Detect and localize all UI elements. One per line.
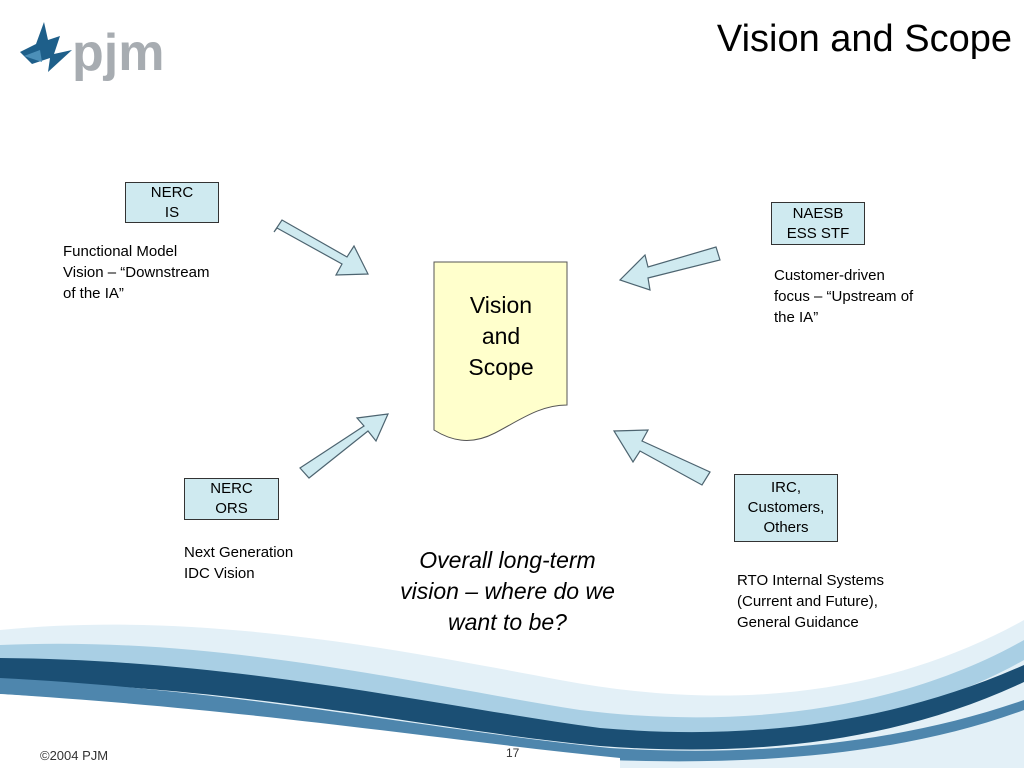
vision-document-label: Vision and Scope [468,292,534,380]
node-nerc-ors: NERC ORS [184,478,279,520]
arrow-nerc-ors [299,413,389,479]
page-number: 17 [506,746,520,760]
node-nerc-is-description: Functional Model Vision – “Downstream of… [63,243,210,302]
lightning-bolt-icon [20,22,72,72]
arrow-naesb [618,246,721,291]
footer-copyright: ©2004 PJM [40,748,109,763]
wave-decoration [0,620,1024,768]
node-naesb: NAESB ESS STF [771,202,865,245]
logo-wordmark: pjm [72,24,164,82]
node-nerc-is: NERC IS [125,182,219,223]
arrow-nerc-is [273,219,369,276]
node-naesb-description: Customer-driven focus – “Upstream of the… [774,267,914,326]
node-nerc-ors-description: Next Generation IDC Vision [184,544,294,582]
vision-document-shape [433,261,568,441]
arrow-irc [612,429,711,486]
slide-caption: Overall long-term vision – where do we w… [400,547,615,635]
node-irc-description: RTO Internal Systems (Current and Future… [737,572,884,631]
node-irc: IRC, Customers, Others [734,474,838,542]
pjm-logo: pjm [20,22,164,82]
slide-title: Vision and Scope [716,18,1012,60]
